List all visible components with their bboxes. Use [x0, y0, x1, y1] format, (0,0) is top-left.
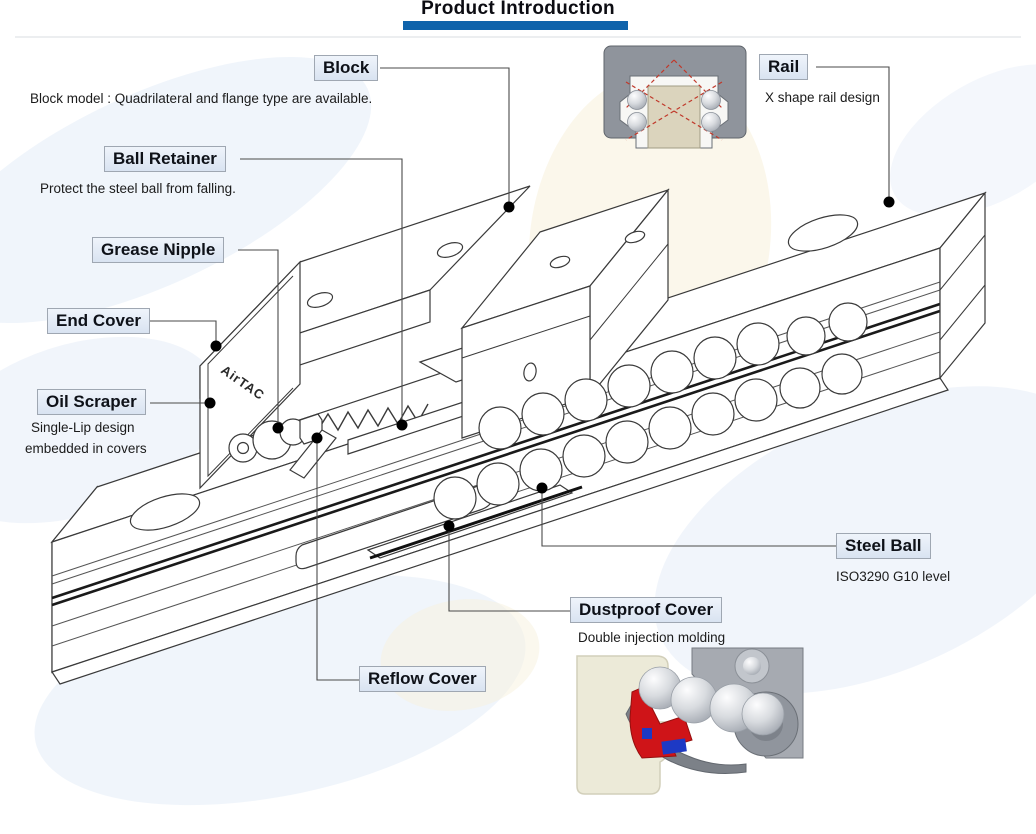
- label-steel-ball: Steel Ball: [836, 533, 931, 560]
- caption-dustproof-cover: Double injection molding: [578, 630, 726, 645]
- caption-block: Block model : Quadrilateral and flange t…: [30, 91, 373, 106]
- title-underline: [403, 21, 628, 30]
- block-screw-hole: [306, 292, 334, 308]
- ball-closeup-inset: [576, 647, 804, 795]
- inset-steel-balls: [627, 90, 721, 132]
- label-rail: Rail: [759, 54, 809, 81]
- label-reflow-cover: Reflow Cover: [359, 666, 486, 693]
- leader-lines: [146, 66, 890, 681]
- page-title: Product Introduction: [421, 0, 615, 19]
- steel-balls-drawing: [433, 302, 868, 520]
- label-block: Block: [314, 55, 379, 82]
- end-cover-drawing: AirTAC: [199, 260, 301, 490]
- caption-oil-scraper-2: embedded in covers: [25, 441, 147, 456]
- cross-section-inset: [603, 45, 747, 149]
- dustproof-cover-drawing: [366, 484, 583, 560]
- block-drawing: AirTAC: [199, 185, 670, 570]
- scraper-plate-drawing: [289, 429, 337, 479]
- caption-rail: X shape rail design: [765, 90, 880, 105]
- rail-mount-hole-left: [129, 493, 201, 531]
- caption-ball-retainer: Protect the steel ball from falling.: [40, 181, 236, 196]
- block-screw-hole: [436, 242, 464, 258]
- label-end-cover: End Cover: [47, 308, 151, 335]
- inset-rail: [647, 85, 701, 149]
- label-grease-nipple: Grease Nipple: [92, 237, 225, 264]
- label-dustproof-cover: Dustproof Cover: [570, 597, 723, 624]
- leader-dots: [204, 196, 895, 532]
- label-ball-retainer: Ball Retainer: [104, 146, 226, 173]
- label-oil-scraper: Oil Scraper: [37, 389, 146, 416]
- rail-mount-hole-right: [787, 214, 859, 252]
- caption-oil-scraper-1: Single-Lip design: [31, 420, 135, 435]
- closeup-steel-balls: [638, 666, 785, 736]
- caption-steel-ball: ISO3290 G10 level: [836, 569, 951, 584]
